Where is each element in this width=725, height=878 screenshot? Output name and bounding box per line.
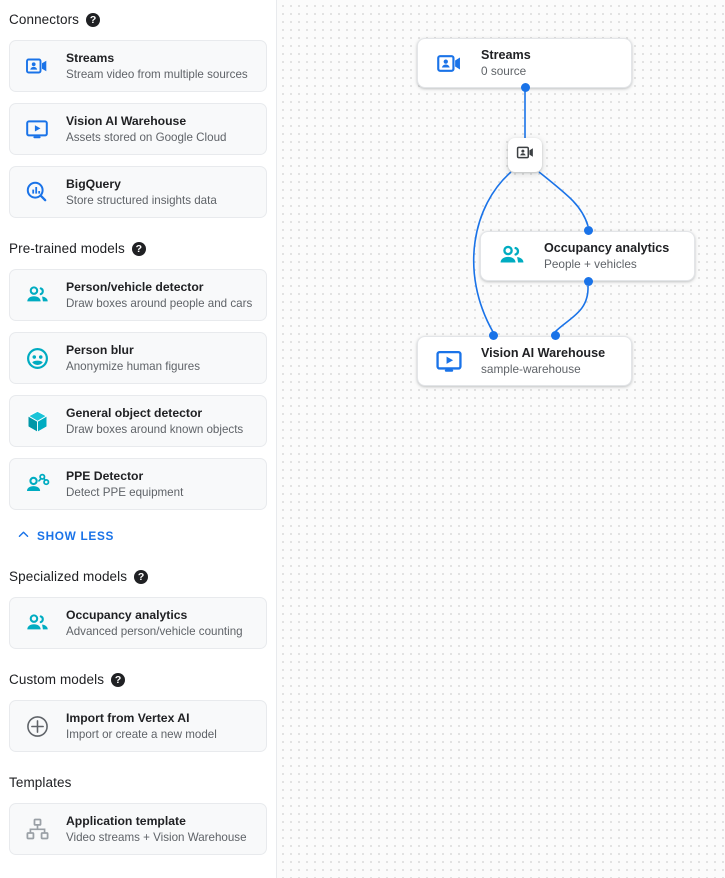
- palette-item-text: Occupancy analytics Advanced person/vehi…: [66, 608, 243, 639]
- palette-item-ppe-detector[interactable]: PPE Detector Detect PPE equipment: [9, 458, 267, 510]
- palette-item-occupancy-analytics[interactable]: Occupancy analytics Advanced person/vehi…: [9, 597, 267, 649]
- video-camera-icon: [516, 143, 535, 167]
- monitor-play-icon: [434, 346, 464, 376]
- palette-item-streams[interactable]: Streams Stream video from multiple sourc…: [9, 40, 267, 92]
- palette-item-subtitle: Anonymize human figures: [66, 359, 201, 373]
- palette-item-vision-ai-warehouse[interactable]: Vision AI Warehouse Assets stored on Goo…: [9, 103, 267, 155]
- section-title: Specialized models: [9, 569, 128, 584]
- graph-node-title: Occupancy analytics: [544, 241, 670, 255]
- ppe-person-icon: [24, 471, 50, 497]
- palette-item-text: Person blur Anonymize human figures: [66, 343, 200, 374]
- section-header-templates: Templates: [9, 763, 267, 803]
- video-camera-icon: [434, 48, 464, 78]
- palette-item-subtitle: Draw boxes around people and cars: [66, 296, 253, 310]
- graph-edges: [473, 51, 589, 333]
- palette-item-title: Streams: [66, 50, 115, 65]
- help-icon[interactable]: ?: [131, 242, 146, 256]
- help-icon[interactable]: ?: [134, 570, 149, 584]
- plus-circle-icon: [24, 713, 50, 739]
- palette-item-text: BigQuery Store structured insights data: [66, 177, 217, 208]
- people-group-icon: [497, 241, 527, 271]
- show-less-button[interactable]: SHOW LESS: [9, 521, 267, 551]
- palette-item-subtitle: Advanced person/vehicle counting: [66, 624, 243, 638]
- palette-item-text: Vision AI Warehouse Assets stored on Goo…: [66, 114, 226, 145]
- palette-item-person-blur[interactable]: Person blur Anonymize human figures: [9, 332, 267, 384]
- palette-item-title: PPE Detector: [66, 468, 144, 483]
- palette-item-application-template[interactable]: Application template Video streams + Vis…: [9, 803, 267, 855]
- palette-item-subtitle: Video streams + Vision Warehouse: [66, 830, 247, 844]
- palette-item-subtitle: Import or create a new model: [66, 727, 217, 741]
- graph-node-subtitle: sample-warehouse: [481, 362, 581, 376]
- palette-item-title: Application template: [66, 813, 186, 828]
- graph-port-occupancy-out[interactable]: [583, 277, 593, 286]
- palette-item-title: Person blur: [66, 342, 134, 357]
- palette-item-subtitle: Store structured insights data: [66, 193, 217, 207]
- palette-item-person-vehicle-detector[interactable]: Person/vehicle detector Draw boxes aroun…: [9, 269, 267, 321]
- graph-port-occupancy-in[interactable]: [583, 225, 593, 235]
- hierarchy-icon: [24, 816, 50, 842]
- palette-item-subtitle: Detect PPE equipment: [66, 485, 184, 499]
- help-icon[interactable]: ?: [111, 673, 126, 687]
- graph-port-streams-out[interactable]: [520, 83, 530, 92]
- palette-item-text: General object detector Draw boxes aroun…: [66, 406, 243, 437]
- chevron-up-icon: [16, 527, 31, 545]
- palette-item-text: Import from Vertex AI Import or create a…: [66, 711, 217, 742]
- section-header-connectors: Connectors ?: [9, 0, 267, 40]
- section-header-specialized-models: Specialized models ?: [9, 557, 267, 597]
- palette-item-general-object-detector[interactable]: General object detector Draw boxes aroun…: [9, 395, 267, 447]
- section-header-custom-models: Custom models ?: [9, 660, 267, 700]
- palette-item-text: PPE Detector Detect PPE equipment: [66, 469, 183, 500]
- help-icon[interactable]: ?: [86, 13, 101, 27]
- palette-item-text: Streams Stream video from multiple sourc…: [66, 51, 248, 82]
- edge-mini-to-warehouse: [473, 171, 512, 333]
- graph-node-subtitle: 0 source: [481, 64, 527, 78]
- palette-item-subtitle: Draw boxes around known objects: [66, 422, 244, 436]
- graph-node-occupancy-analytics[interactable]: Occupancy analytics People + vehicles: [480, 231, 695, 281]
- graph-node-text: Streams 0 source: [481, 47, 531, 79]
- graph-node-streams[interactable]: Streams 0 source: [417, 38, 632, 88]
- person-face-icon: [24, 345, 50, 371]
- palette-item-title: Import from Vertex AI: [66, 710, 190, 725]
- graph-node-subtitle: People + vehicles: [544, 257, 637, 271]
- monitor-play-icon: [24, 116, 50, 142]
- palette-item-subtitle: Assets stored on Google Cloud: [66, 130, 227, 144]
- section-title: Pre-trained models: [9, 241, 125, 256]
- palette-item-import-from-vertex-ai[interactable]: Import from Vertex AI Import or create a…: [9, 700, 267, 752]
- graph-port-warehouse-in-left[interactable]: [488, 330, 498, 340]
- palette-item-subtitle: Stream video from multiple sources: [66, 67, 248, 81]
- section-title: Custom models: [9, 672, 105, 687]
- graph-port-warehouse-in-right[interactable]: [550, 330, 560, 340]
- graph-node-stream-source-mini[interactable]: [508, 138, 542, 172]
- palette-item-title: Vision AI Warehouse: [66, 113, 187, 128]
- show-less-label: SHOW LESS: [37, 529, 115, 543]
- section-title: Templates: [9, 775, 72, 790]
- palette-item-title: BigQuery: [66, 176, 121, 191]
- palette-item-title: Occupancy analytics: [66, 607, 188, 622]
- graph-node-text: Occupancy analytics People + vehicles: [544, 240, 669, 272]
- people-group-icon: [24, 282, 50, 308]
- palette-item-bigquery[interactable]: BigQuery Store structured insights data: [9, 166, 267, 218]
- people-group-icon: [24, 610, 50, 636]
- component-palette-sidebar: Connectors ? Streams Stream video from m…: [0, 0, 277, 878]
- cube-icon: [24, 408, 50, 434]
- palette-item-text: Application template Video streams + Vis…: [66, 814, 247, 845]
- section-header-pre-trained-models: Pre-trained models ?: [9, 229, 267, 269]
- bigquery-search-icon: [24, 179, 50, 205]
- palette-item-title: Person/vehicle detector: [66, 279, 204, 294]
- palette-item-title: General object detector: [66, 405, 203, 420]
- palette-item-text: Person/vehicle detector Draw boxes aroun…: [66, 280, 252, 311]
- edge-mini-to-occupancy: [538, 171, 589, 227]
- graph-canvas[interactable]: Streams 0 source: [277, 0, 725, 878]
- edge-occupancy-to-warehouse: [554, 285, 589, 333]
- graph-node-title: Streams: [481, 48, 531, 62]
- graph-node-title: Vision AI Warehouse: [481, 346, 606, 360]
- section-title: Connectors: [9, 12, 80, 27]
- video-camera-icon: [24, 53, 50, 79]
- graph-node-text: Vision AI Warehouse sample-warehouse: [481, 345, 605, 377]
- graph-node-vision-ai-warehouse[interactable]: Vision AI Warehouse sample-warehouse: [417, 336, 632, 386]
